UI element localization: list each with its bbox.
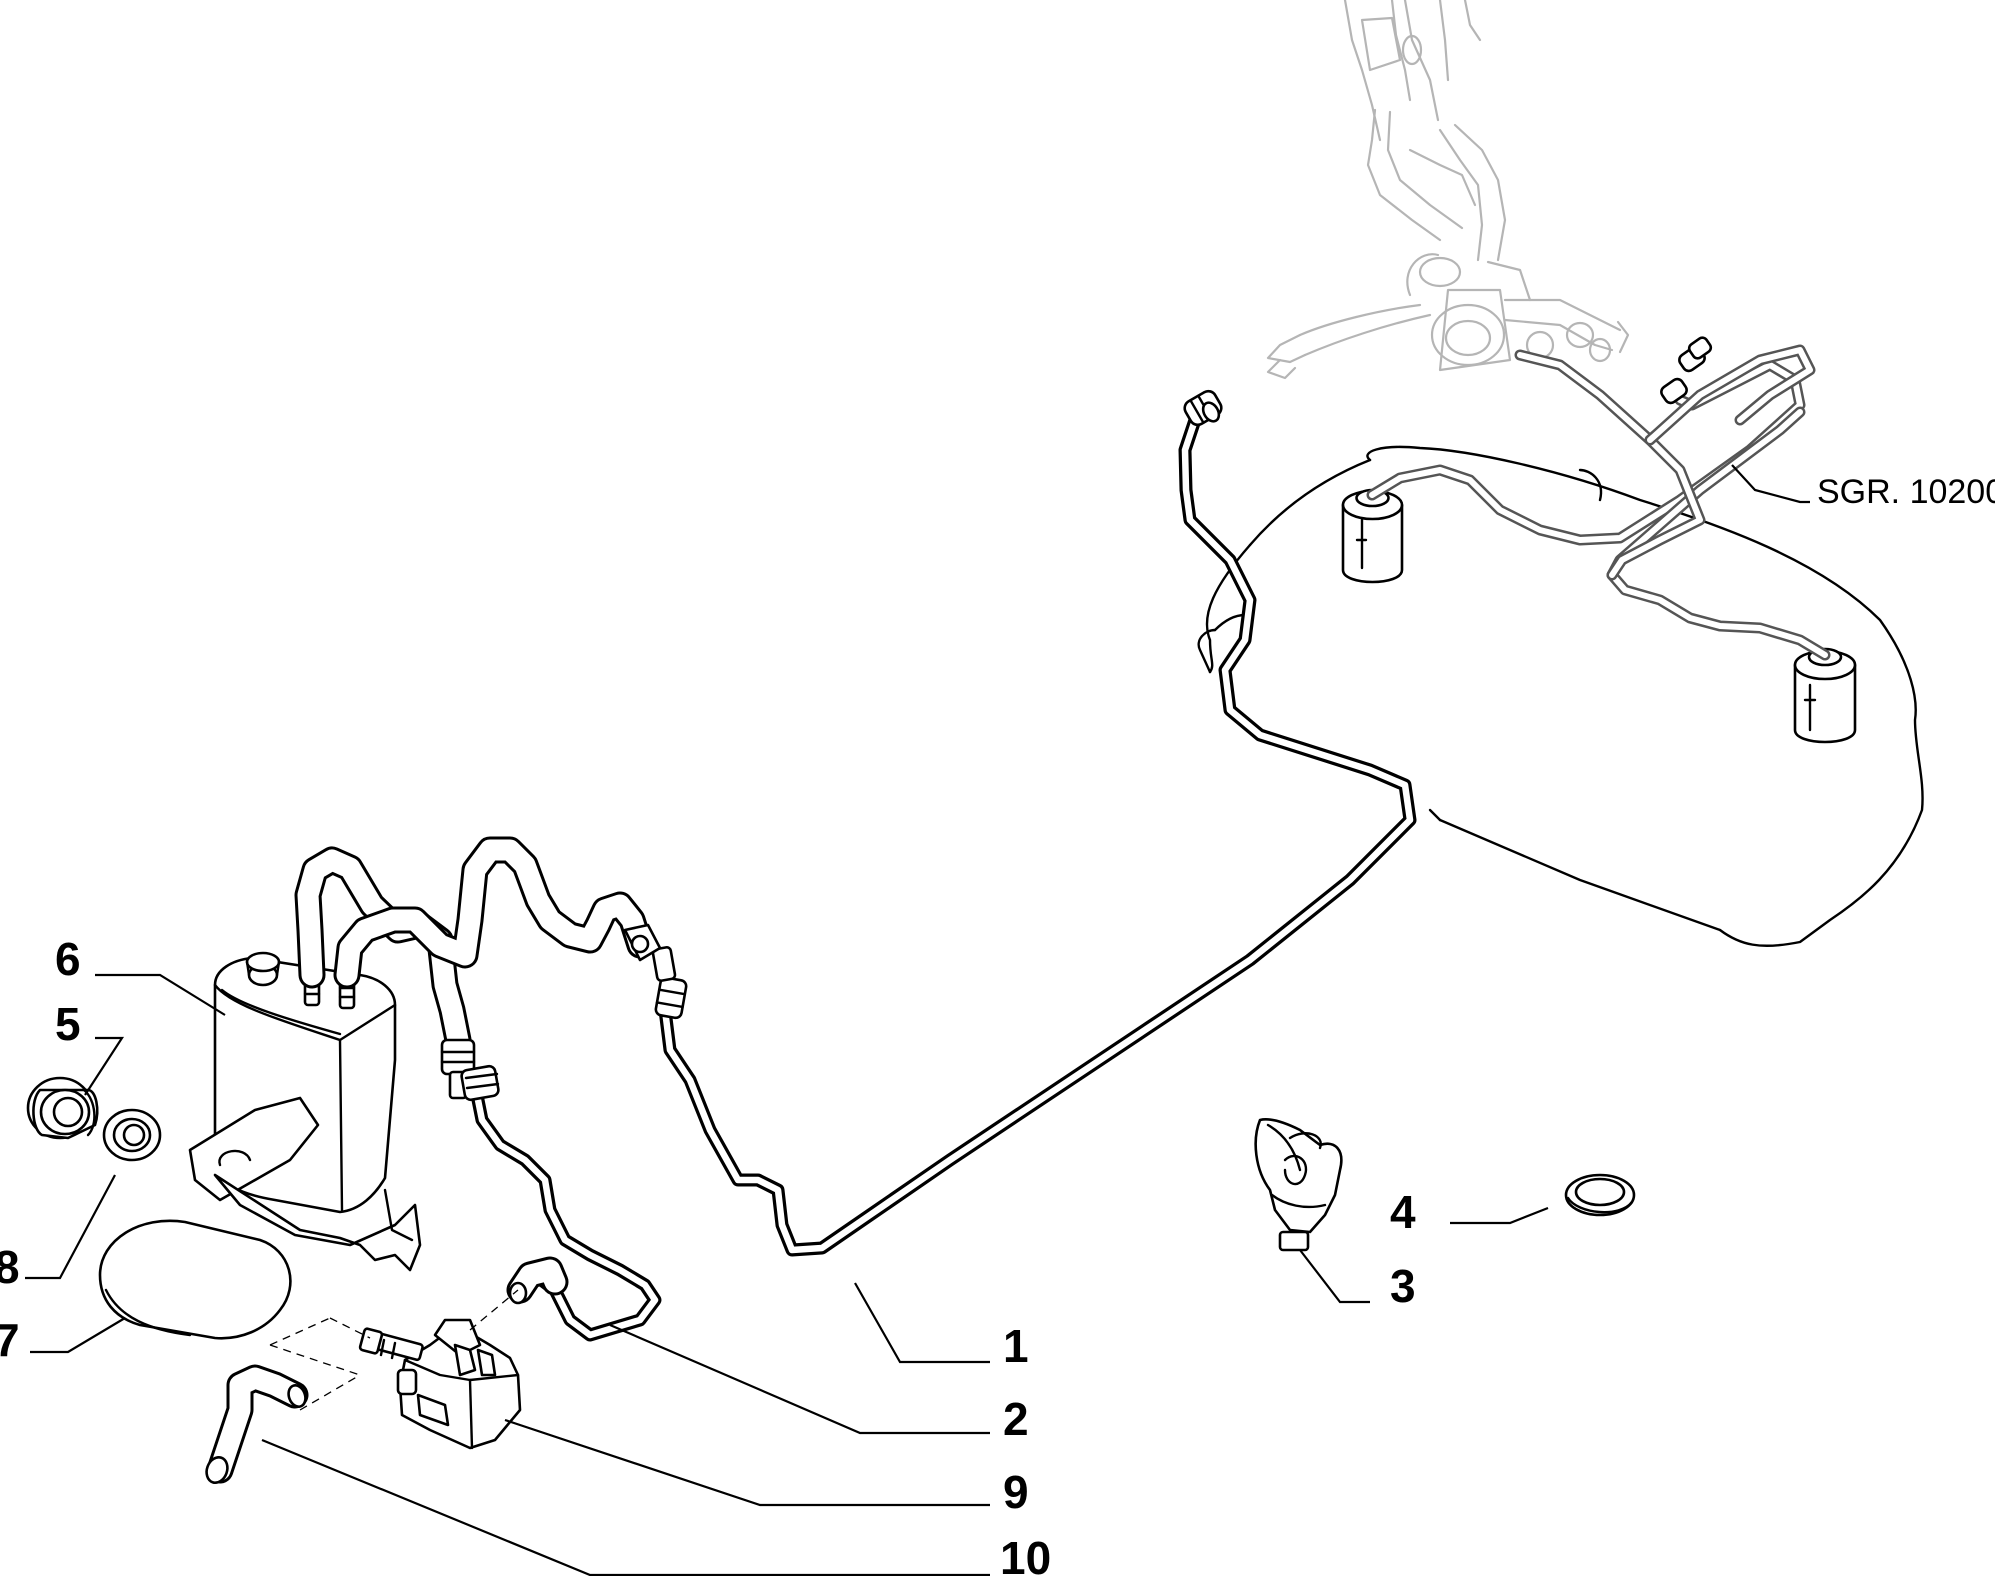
tank-top-pipes	[1366, 336, 1831, 661]
callout-9: 9	[1003, 1466, 1029, 1518]
reference-label: SGR. 10200	[1817, 473, 1995, 511]
tank-sender-unit-left	[1341, 488, 1404, 584]
ghost-filler-neck-assembly	[1266, 0, 1630, 380]
callout-5: 5	[55, 998, 81, 1050]
callout-3: 3	[1390, 1260, 1416, 1312]
part-6-carbon-canister	[188, 951, 422, 1272]
part-1-main-pipe	[651, 389, 1417, 1257]
connection-indicators	[269, 1289, 519, 1411]
part-3-clip	[1254, 1118, 1343, 1252]
fuel-tank	[1197, 445, 1924, 947]
part-5-grommet	[26, 1076, 99, 1140]
callout-2: 2	[1003, 1393, 1029, 1445]
part-4-plug	[1564, 1173, 1636, 1217]
callout-8: 8	[0, 1241, 20, 1293]
tank-sender-unit-right	[1793, 647, 1857, 744]
part-8-washer	[102, 1108, 162, 1162]
part-2-hose	[460, 1064, 662, 1342]
part-10-small-hose	[205, 1364, 309, 1484]
callout-7: 7	[0, 1314, 20, 1366]
callout-1: 1	[1003, 1320, 1029, 1372]
canister-vent-hoses	[294, 836, 662, 1100]
callout-10: 10	[1000, 1532, 1051, 1576]
part-9-solenoid-valve	[358, 1318, 522, 1450]
leader-lines	[25, 464, 1810, 1576]
part-7-cover-pad	[98, 1219, 292, 1340]
callout-4: 4	[1390, 1186, 1416, 1238]
callout-6: 6	[55, 933, 81, 985]
